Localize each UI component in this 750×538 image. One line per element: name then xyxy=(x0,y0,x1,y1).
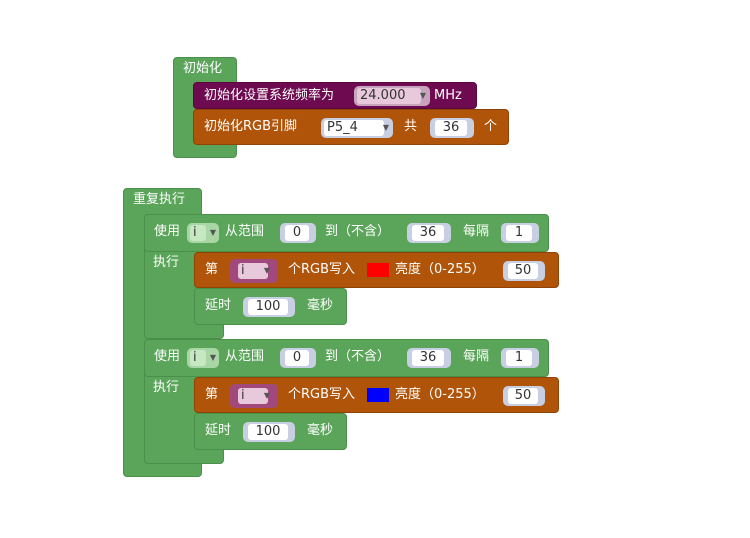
range-start: 0 xyxy=(285,350,309,366)
rgb-write-block-2[interactable]: 第 i ▼ 个RGB写入 亮度（0-255） 50 xyxy=(194,377,559,413)
for-range-header-1[interactable]: 使用 i ▼ 从范围 0 到（不含） 36 每隔 1 xyxy=(144,214,549,252)
nth-variable: i xyxy=(238,263,268,279)
brightness-value: 50 xyxy=(508,388,538,404)
step-label: 每隔 xyxy=(463,349,490,364)
count-label: 共 xyxy=(404,119,418,134)
range-end-input[interactable]: 36 xyxy=(407,348,451,368)
range-end-input[interactable]: 36 xyxy=(407,223,451,243)
chevron-down-icon: ▼ xyxy=(263,266,270,275)
delay-label: 延时 xyxy=(205,423,232,438)
frequency-dropdown[interactable]: 24.000 ▼ xyxy=(354,86,430,106)
set-frequency-block[interactable]: 初始化设置系统频率为 24.000 ▼ MHz xyxy=(193,82,477,109)
chevron-down-icon: ▼ xyxy=(209,353,216,362)
nth-variable-dropdown[interactable]: i ▼ xyxy=(230,384,278,408)
nth-variable-dropdown[interactable]: i ▼ xyxy=(230,259,278,283)
chevron-down-icon: ▼ xyxy=(209,228,216,237)
rgb-write-label: 个RGB写入 xyxy=(288,262,356,277)
do-label: 执行 xyxy=(153,255,180,270)
delay-label: 延时 xyxy=(205,298,232,313)
set-frequency-label: 初始化设置系统频率为 xyxy=(204,88,335,103)
step-value: 1 xyxy=(506,225,532,241)
rgb-write-block-1[interactable]: 第 i ▼ 个RGB写入 亮度（0-255） 50 xyxy=(194,252,559,288)
loop-variable: i xyxy=(190,350,206,366)
to-label: 到（不含） xyxy=(325,349,391,364)
to-label: 到（不含） xyxy=(325,224,391,239)
chevron-down-icon: ▼ xyxy=(419,91,426,100)
delay-input[interactable]: 100 xyxy=(243,422,295,442)
loop-use-label: 使用 xyxy=(154,349,181,364)
brightness-value: 50 xyxy=(508,263,538,279)
count-value: 36 xyxy=(435,120,467,136)
step-input[interactable]: 1 xyxy=(501,348,539,368)
step-value: 1 xyxy=(506,350,532,366)
count-input[interactable]: 36 xyxy=(430,118,474,138)
ms-label: 毫秒 xyxy=(307,298,334,313)
range-start: 0 xyxy=(285,225,309,241)
for-range-header-2[interactable]: 使用 i ▼ 从范围 0 到（不含） 36 每隔 1 xyxy=(144,339,549,377)
init-rgb-block[interactable]: 初始化RGB引脚 P5_4 ▼ 共 36 个 xyxy=(193,109,509,145)
delay-block-2[interactable]: 延时 100 毫秒 xyxy=(194,413,347,450)
color-picker[interactable] xyxy=(367,263,389,277)
init-rgb-label: 初始化RGB引脚 xyxy=(204,119,298,134)
step-label: 每隔 xyxy=(463,224,490,239)
delay-block-1[interactable]: 延时 100 毫秒 xyxy=(194,288,347,325)
brightness-input[interactable]: 50 xyxy=(503,386,545,406)
frequency-value: 24.000 xyxy=(357,88,421,104)
loop-variable-dropdown[interactable]: i ▼ xyxy=(187,223,219,243)
range-end: 36 xyxy=(412,225,444,241)
ms-label: 毫秒 xyxy=(307,423,334,438)
nth-label: 第 xyxy=(205,387,219,402)
delay-input[interactable]: 100 xyxy=(243,297,295,317)
brightness-input[interactable]: 50 xyxy=(503,261,545,281)
chevron-down-icon: ▼ xyxy=(382,123,389,132)
brightness-label: 亮度（0-255） xyxy=(395,262,485,277)
range-start-input[interactable]: 0 xyxy=(280,223,316,243)
delay-value: 100 xyxy=(248,299,288,315)
color-picker[interactable] xyxy=(367,388,389,402)
pin-value: P5_4 xyxy=(324,120,384,136)
brightness-label: 亮度（0-255） xyxy=(395,387,485,402)
rgb-write-label: 个RGB写入 xyxy=(288,387,356,402)
pin-dropdown[interactable]: P5_4 ▼ xyxy=(321,118,393,138)
chevron-down-icon: ▼ xyxy=(263,391,270,400)
from-range-label: 从范围 xyxy=(225,224,265,239)
from-range-label: 从范围 xyxy=(225,349,265,364)
repeat-header: 重复执行 xyxy=(133,192,186,207)
do-label: 执行 xyxy=(153,380,180,395)
nth-variable: i xyxy=(238,388,268,404)
loop-variable-dropdown[interactable]: i ▼ xyxy=(187,348,219,368)
step-input[interactable]: 1 xyxy=(501,223,539,243)
range-end: 36 xyxy=(412,350,444,366)
loop-variable: i xyxy=(190,225,206,241)
nth-label: 第 xyxy=(205,262,219,277)
count-unit: 个 xyxy=(484,119,498,134)
frequency-unit: MHz xyxy=(434,88,462,103)
range-start-input[interactable]: 0 xyxy=(280,348,316,368)
delay-value: 100 xyxy=(248,424,288,440)
init-header: 初始化 xyxy=(183,61,223,76)
loop-use-label: 使用 xyxy=(154,224,181,239)
